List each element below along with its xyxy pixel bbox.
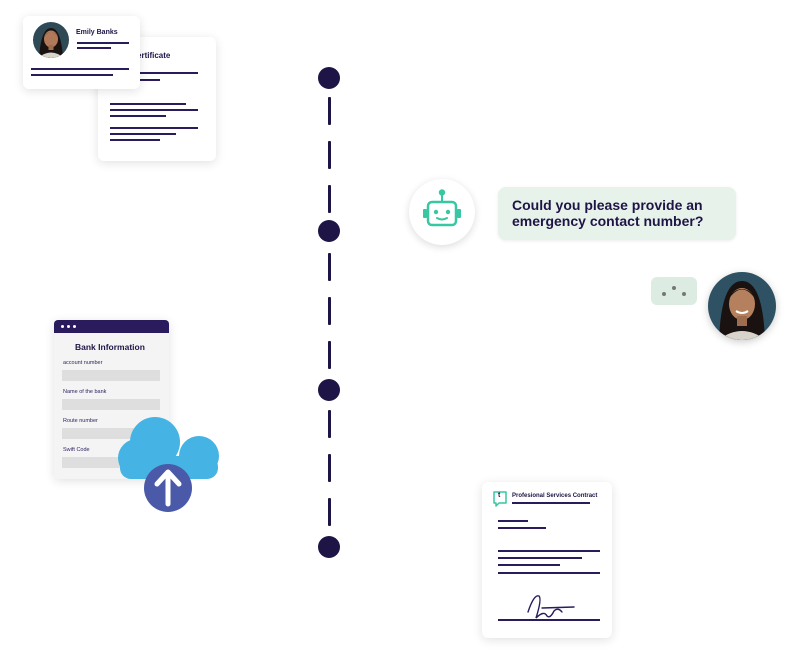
field-label-route-number: Route number xyxy=(63,418,98,424)
profile-line xyxy=(77,47,111,49)
field-label-account-number: account number xyxy=(63,360,103,366)
window-dot-icon xyxy=(67,325,70,328)
bot-avatar xyxy=(409,179,475,245)
contract-title: Profesional Services Contract xyxy=(512,493,598,499)
timeline-dash xyxy=(328,410,331,438)
certificate-line xyxy=(110,127,198,129)
field-label-swift-code: Swift Code xyxy=(63,447,90,453)
contract-line xyxy=(498,572,600,574)
profile-line xyxy=(31,68,129,70)
bot-message-bubble: Could you please provide an emergency co… xyxy=(498,187,736,240)
field-label-bank-name: Name of the bank xyxy=(63,389,107,395)
typing-dot-icon xyxy=(672,286,676,290)
route-number-field[interactable] xyxy=(62,428,160,439)
swift-code-field[interactable] xyxy=(62,457,160,468)
typing-dot-icon xyxy=(682,292,686,296)
timeline-dot xyxy=(318,536,340,558)
cloud-upload-icon xyxy=(118,417,219,512)
certificate-line xyxy=(140,72,198,74)
certificate-line xyxy=(110,109,198,111)
window-dot-icon xyxy=(61,325,64,328)
bank-name-field[interactable] xyxy=(62,399,160,410)
contract-line xyxy=(512,502,590,504)
profile-card: Emily Banks xyxy=(23,16,140,89)
contract-line xyxy=(498,520,528,522)
bot-message-text: Could you please provide an emergency co… xyxy=(512,197,704,229)
certificate-line xyxy=(140,79,160,81)
window-dot-icon xyxy=(73,325,76,328)
bank-information-form: Bank Information account number Name of … xyxy=(54,320,169,479)
window-titlebar xyxy=(54,320,169,333)
certificate-title: ertificate xyxy=(137,51,171,60)
timeline-dot xyxy=(318,379,340,401)
timeline-dot xyxy=(318,67,340,89)
account-number-field[interactable] xyxy=(62,370,160,381)
bank-form-title: Bank Information xyxy=(75,342,145,352)
signature-line xyxy=(498,619,600,621)
signature-icon xyxy=(527,595,575,619)
certificate-line xyxy=(110,133,176,135)
user-avatar xyxy=(708,272,776,340)
certificate-line xyxy=(110,103,186,105)
certificate-line xyxy=(110,115,166,117)
typing-indicator xyxy=(651,277,697,305)
timeline-dash xyxy=(328,498,331,526)
contract-logo-letter: t xyxy=(498,492,501,499)
certificate-line xyxy=(110,139,160,141)
contract-line xyxy=(498,557,582,559)
timeline-dash xyxy=(328,141,331,169)
brand-logo-icon xyxy=(493,491,507,507)
robot-icon xyxy=(423,189,461,227)
timeline-dash xyxy=(328,297,331,325)
typing-dot-icon xyxy=(662,292,666,296)
contract-card: t Profesional Services Contract xyxy=(482,482,612,638)
contract-line xyxy=(498,564,560,566)
profile-name: Emily Banks xyxy=(76,29,118,36)
contract-line xyxy=(498,550,600,552)
contract-line xyxy=(498,527,546,529)
timeline-dash xyxy=(328,341,331,369)
timeline-dot xyxy=(318,220,340,242)
profile-line xyxy=(31,74,113,76)
profile-avatar xyxy=(33,22,69,58)
timeline-dash xyxy=(328,454,331,482)
timeline-dash xyxy=(328,253,331,281)
timeline-dash xyxy=(328,185,331,213)
timeline-dash xyxy=(328,97,331,125)
profile-line xyxy=(77,42,129,44)
